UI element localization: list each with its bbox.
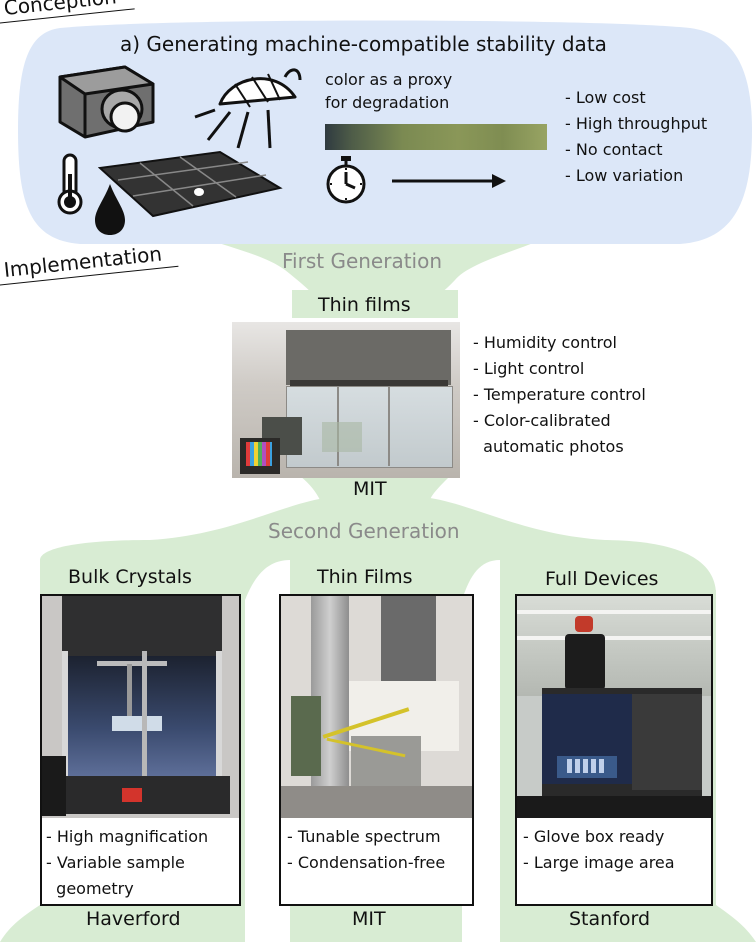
proxy-text-line2: for degradation — [325, 93, 450, 112]
bulk-crystals-card: - High magnification - Variable sample g… — [40, 594, 241, 906]
feature-item: geometry — [46, 879, 134, 898]
bulk-crystals-features: - High magnification - Variable sample g… — [46, 824, 208, 902]
feature-item: - Glove box ready — [523, 827, 665, 846]
conception-title: a) Generating machine-compatible stabili… — [120, 32, 607, 56]
time-arrow-icon — [392, 174, 506, 188]
stopwatch-icon — [326, 156, 366, 204]
lamp-icon — [194, 68, 302, 149]
second-generation-label: Second Generation — [268, 519, 460, 543]
feature-item: - Variable sample — [46, 853, 185, 872]
benefit-item: - Low cost — [565, 88, 646, 107]
thin-films-photo — [281, 596, 472, 818]
bulk-crystals-title: Bulk Crystals — [68, 566, 192, 588]
benefit-item: - No contact — [565, 140, 663, 159]
full-devices-features: - Glove box ready - Large image area — [523, 824, 675, 876]
thin-films-title: Thin Films — [317, 566, 413, 588]
thin-film-chamber-photo — [232, 322, 460, 478]
feature-item: - High magnification — [46, 827, 209, 846]
benefits-list: - Low cost - High throughput - No contac… — [565, 85, 707, 189]
first-generation-institution: MIT — [353, 478, 387, 500]
haverford-institution: Haverford — [86, 908, 181, 930]
benefit-item: - High throughput — [565, 114, 708, 133]
first-generation-title: Thin films — [318, 294, 411, 316]
sample-plate-icon — [98, 150, 283, 218]
feature-item: - Light control — [473, 359, 585, 378]
full-devices-photo — [517, 596, 711, 818]
feature-item: - Tunable spectrum — [287, 827, 441, 846]
bulk-crystals-photo — [42, 596, 239, 818]
feature-item: - Temperature control — [473, 385, 646, 404]
proxy-text-line1: color as a proxy — [325, 70, 453, 89]
feature-item: automatic photos — [473, 437, 624, 456]
degradation-color-gradient — [325, 124, 547, 150]
first-generation-trunk — [205, 236, 545, 310]
thin-films-features: - Tunable spectrum - Condensation-free — [287, 824, 445, 876]
feature-item: - Humidity control — [473, 333, 617, 352]
camera-icon — [58, 65, 155, 139]
thin-films-card: - Tunable spectrum - Condensation-free — [279, 594, 474, 906]
feature-item: - Large image area — [523, 853, 675, 872]
full-devices-card: - Glove box ready - Large image area — [515, 594, 713, 906]
water-drop-icon — [95, 184, 125, 235]
feature-item: - Condensation-free — [287, 853, 446, 872]
first-generation-label: First Generation — [282, 249, 443, 273]
thermometer-icon — [57, 153, 83, 215]
benefit-item: - Low variation — [565, 166, 684, 185]
stanford-institution: Stanford — [569, 908, 651, 930]
feature-item: - Color-calibrated — [473, 411, 611, 430]
mit-institution: MIT — [352, 908, 386, 930]
full-devices-title: Full Devices — [545, 568, 659, 590]
first-generation-features: - Humidity control - Light control - Tem… — [473, 330, 646, 460]
